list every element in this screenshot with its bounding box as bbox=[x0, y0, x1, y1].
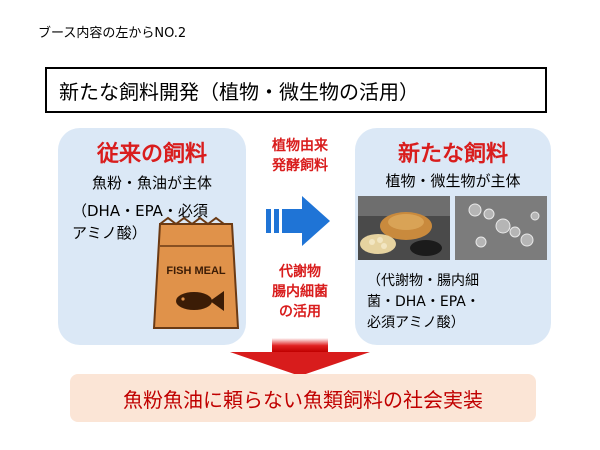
down-arrow-icon bbox=[230, 338, 370, 376]
metabolite-gut-bacteria-label: 代謝物 腸内細菌 の活用 bbox=[258, 262, 342, 322]
fish-meal-bag-icon: FISH MEAL bbox=[152, 216, 240, 329]
new-feed-note-3: 必須アミノ酸） bbox=[367, 315, 465, 331]
new-feed-title: 新たな飼料 bbox=[397, 142, 508, 167]
slide-header: ブース内容の左からNO.2 bbox=[38, 26, 187, 41]
middle-bottom-line3: の活用 bbox=[279, 304, 321, 320]
new-feed-desc: 植物・微生物が主体 bbox=[385, 172, 521, 190]
plant-fermented-feed-label: 植物由来 発酵飼料 bbox=[258, 136, 342, 176]
middle-top-line2: 発酵飼料 bbox=[272, 158, 328, 174]
slide-title: 新たな飼料開発（植物・微生物の活用） bbox=[59, 79, 419, 104]
new-feed-note-1: （代謝物・腸内細 bbox=[367, 273, 479, 289]
conventional-feed-title: 従来の飼料 bbox=[96, 142, 207, 167]
conventional-feed-desc: 魚粉・魚油が主体 bbox=[91, 174, 212, 192]
fish-icon bbox=[176, 291, 224, 311]
social-implementation-box: 魚粉魚油に頼らない魚類飼料の社会実装 bbox=[70, 374, 536, 422]
conventional-feed-nutrients-1: （DHA・EPA・必須 bbox=[72, 202, 208, 220]
new-feed-note-2: 菌・DHA・EPA・ bbox=[367, 294, 480, 310]
microorganism-photo bbox=[455, 196, 547, 260]
social-implementation-text: 魚粉魚油に頼らない魚類飼料の社会実装 bbox=[123, 387, 483, 412]
middle-bottom-line1: 代謝物 bbox=[279, 264, 321, 280]
middle-bottom-line2: 腸内細菌 bbox=[272, 284, 328, 300]
new-feed-nutrients: （代謝物・腸内細 菌・DHA・EPA・ 必須アミノ酸） bbox=[367, 271, 549, 334]
bag-label: FISH MEAL bbox=[166, 265, 226, 277]
soybean-powder-photo bbox=[358, 196, 450, 260]
right-arrow-icon bbox=[266, 196, 330, 246]
slide-title-box: 新たな飼料開発（植物・微生物の活用） bbox=[45, 67, 547, 113]
middle-top-line1: 植物由来 bbox=[272, 138, 328, 154]
conventional-feed-nutrients-2: アミノ酸） bbox=[72, 224, 147, 242]
